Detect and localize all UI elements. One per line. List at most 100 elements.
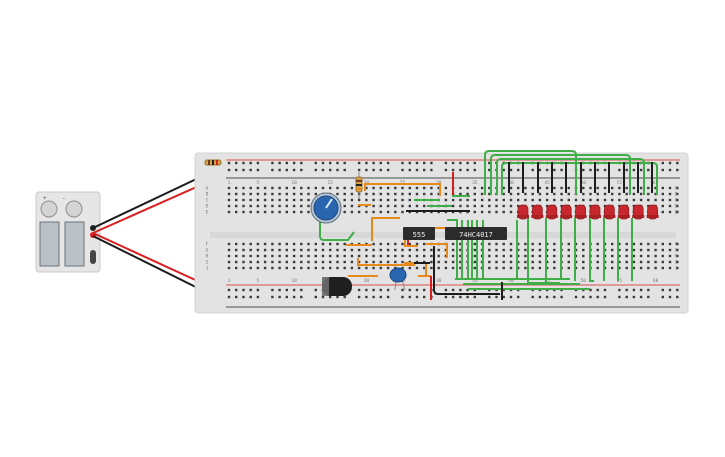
- breadboard-hole[interactable]: [227, 186, 231, 190]
- breadboard-hole[interactable]: [300, 288, 303, 292]
- breadboard-hole[interactable]: [263, 242, 267, 246]
- breadboard-hole[interactable]: [242, 186, 245, 190]
- breadboard-hole[interactable]: [480, 210, 484, 214]
- breadboard-hole[interactable]: [350, 186, 354, 190]
- breadboard-hole[interactable]: [488, 242, 491, 246]
- breadboard-hole[interactable]: [473, 198, 476, 202]
- breadboard-hole[interactable]: [459, 168, 462, 172]
- breadboard-hole[interactable]: [668, 242, 672, 246]
- breadboard-hole[interactable]: [408, 254, 411, 258]
- breadboard-hole[interactable]: [545, 295, 549, 299]
- breadboard-hole[interactable]: [632, 204, 636, 208]
- breadboard-hole[interactable]: [292, 266, 296, 270]
- breadboard-hole[interactable]: [314, 248, 317, 252]
- breadboard-hole[interactable]: [618, 168, 621, 172]
- breadboard-hole[interactable]: [423, 266, 426, 270]
- breadboard-hole[interactable]: [459, 260, 462, 264]
- breadboard-hole[interactable]: [437, 186, 440, 190]
- breadboard-hole[interactable]: [278, 242, 281, 246]
- breadboard-hole[interactable]: [256, 242, 260, 246]
- breadboard-hole[interactable]: [531, 254, 534, 258]
- breadboard-hole[interactable]: [560, 204, 563, 208]
- breadboard-hole[interactable]: [473, 242, 476, 246]
- breadboard-hole[interactable]: [560, 168, 563, 172]
- breadboard-hole[interactable]: [596, 198, 599, 202]
- breadboard-hole[interactable]: [430, 254, 433, 258]
- breadboard-hole[interactable]: [517, 192, 520, 196]
- breadboard-hole[interactable]: [553, 248, 556, 252]
- breadboard-hole[interactable]: [401, 210, 404, 214]
- led[interactable]: [632, 204, 645, 220]
- breadboard-hole[interactable]: [603, 295, 607, 299]
- breadboard-hole[interactable]: [357, 260, 361, 264]
- breadboard-hole[interactable]: [466, 186, 469, 190]
- breadboard-hole[interactable]: [654, 254, 657, 258]
- breadboard-hole[interactable]: [401, 186, 404, 190]
- breadboard-hole[interactable]: [451, 204, 455, 208]
- breadboard-hole[interactable]: [451, 242, 455, 246]
- breadboard-hole[interactable]: [235, 161, 238, 165]
- breadboard-hole[interactable]: [589, 204, 592, 208]
- breadboard-hole[interactable]: [415, 266, 419, 270]
- breadboard-hole[interactable]: [517, 242, 520, 246]
- breadboard-hole[interactable]: [538, 266, 542, 270]
- breadboard-hole[interactable]: [459, 242, 462, 246]
- breadboard-hole[interactable]: [582, 192, 585, 196]
- breadboard-hole[interactable]: [300, 192, 303, 196]
- breadboard-hole[interactable]: [249, 204, 252, 208]
- breadboard-hole[interactable]: [632, 192, 636, 196]
- breadboard-hole[interactable]: [379, 204, 382, 208]
- breadboard-hole[interactable]: [271, 266, 274, 270]
- breadboard-hole[interactable]: [639, 295, 643, 299]
- breadboard-hole[interactable]: [676, 161, 679, 165]
- breadboard-hole[interactable]: [292, 248, 296, 252]
- breadboard-hole[interactable]: [668, 254, 672, 258]
- breadboard-hole[interactable]: [394, 248, 397, 252]
- breadboard-hole[interactable]: [415, 295, 419, 299]
- breadboard-hole[interactable]: [379, 192, 382, 196]
- breadboard-hole[interactable]: [256, 288, 260, 292]
- breadboard-hole[interactable]: [372, 248, 375, 252]
- breadboard-hole[interactable]: [423, 204, 426, 208]
- breadboard-hole[interactable]: [249, 186, 252, 190]
- breadboard-hole[interactable]: [249, 288, 252, 292]
- breadboard-hole[interactable]: [676, 266, 679, 270]
- breadboard-hole[interactable]: [582, 168, 585, 172]
- breadboard-hole[interactable]: [668, 260, 672, 264]
- breadboard-hole[interactable]: [307, 204, 310, 208]
- breadboard-hole[interactable]: [343, 248, 346, 252]
- breadboard-hole[interactable]: [357, 168, 361, 172]
- breadboard-hole[interactable]: [444, 198, 448, 202]
- breadboard-hole[interactable]: [314, 266, 317, 270]
- breadboard-hole[interactable]: [668, 204, 672, 208]
- breadboard-hole[interactable]: [227, 198, 231, 202]
- breadboard-hole[interactable]: [517, 198, 520, 202]
- breadboard-hole[interactable]: [401, 198, 404, 202]
- breadboard-hole[interactable]: [386, 260, 390, 264]
- breadboard-hole[interactable]: [343, 266, 346, 270]
- breadboard-hole[interactable]: [415, 254, 419, 258]
- breadboard-hole[interactable]: [365, 186, 368, 190]
- breadboard-hole[interactable]: [582, 266, 585, 270]
- breadboard-hole[interactable]: [401, 168, 404, 172]
- breadboard-hole[interactable]: [329, 266, 332, 270]
- potentiometer[interactable]: [310, 192, 342, 224]
- breadboard-hole[interactable]: [401, 260, 404, 264]
- breadboard-hole[interactable]: [603, 288, 607, 292]
- breadboard-hole[interactable]: [509, 254, 513, 258]
- breadboard-hole[interactable]: [278, 210, 281, 214]
- breadboard-hole[interactable]: [618, 254, 621, 258]
- breadboard-hole[interactable]: [466, 204, 469, 208]
- breadboard-hole[interactable]: [437, 266, 440, 270]
- breadboard-hole[interactable]: [343, 186, 346, 190]
- breadboard-hole[interactable]: [365, 168, 368, 172]
- breadboard-hole[interactable]: [459, 266, 462, 270]
- breadboard-hole[interactable]: [285, 168, 288, 172]
- breadboard-hole[interactable]: [271, 295, 274, 299]
- breadboard-hole[interactable]: [314, 168, 317, 172]
- breadboard-hole[interactable]: [292, 260, 296, 264]
- breadboard-hole[interactable]: [271, 186, 274, 190]
- breadboard-hole[interactable]: [242, 198, 245, 202]
- breadboard-hole[interactable]: [263, 198, 267, 202]
- breadboard-hole[interactable]: [256, 192, 260, 196]
